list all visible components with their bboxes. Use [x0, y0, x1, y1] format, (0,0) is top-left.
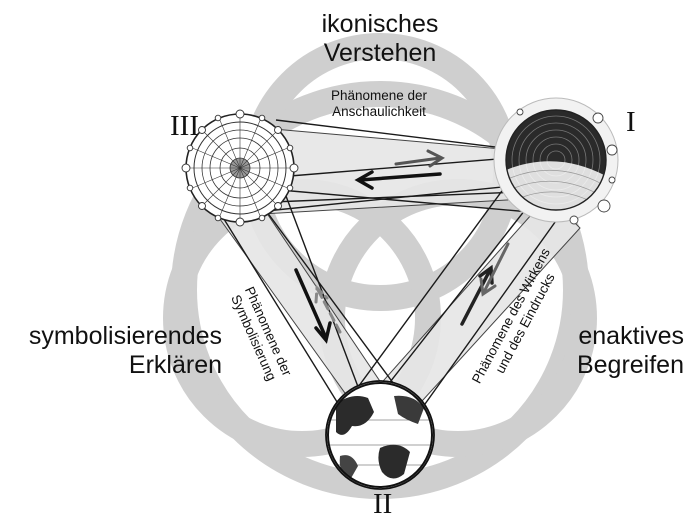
arrow-left-up [314, 284, 342, 334]
phenomena-label-top: Phänomene der Anschaulichkeit [330, 88, 428, 119]
node-iii-dial-image [181, 109, 299, 227]
line-i-ii-a [349, 179, 511, 399]
node-i-tree-rings-image [493, 97, 619, 225]
mode-label-enactive: enaktives Begreifen [576, 322, 684, 379]
globe-continent-a [336, 396, 374, 435]
line-cross-b [255, 185, 513, 213]
line-iii-ii-a [205, 189, 343, 411]
node-ii-globe-image [325, 380, 435, 490]
dial-outer-beads [181, 109, 299, 227]
node-label-i: I [626, 106, 636, 138]
line-iii-i-mid [289, 157, 511, 177]
arrow-right-down [479, 242, 510, 297]
mode-label-iconic: ikonisches Verstehen [321, 10, 439, 67]
dial-ticks [187, 115, 293, 221]
arrow-top-left [354, 170, 442, 190]
line-i-ii-b [414, 203, 569, 419]
flow-arrows [294, 149, 510, 344]
node-label-ii: II [373, 488, 393, 520]
globe-continent-c [394, 395, 424, 424]
connection-lines [205, 119, 569, 419]
arrow-left-down [294, 268, 332, 344]
line-iii-ii-c [285, 195, 361, 393]
node-label-iii: III [170, 110, 199, 142]
line-iii-i-upper [275, 119, 521, 151]
line-iii-ii-b [263, 207, 403, 396]
globe-continent-b [378, 444, 410, 479]
line-iii-i-lower [271, 191, 521, 203]
line-cross-a [279, 189, 531, 213]
line-i-ii-c [371, 195, 537, 406]
mode-label-symbolic: symbolisierendes Erklären [28, 322, 222, 379]
tree-decor-circles [516, 108, 618, 225]
arrow-top-right [394, 149, 445, 168]
